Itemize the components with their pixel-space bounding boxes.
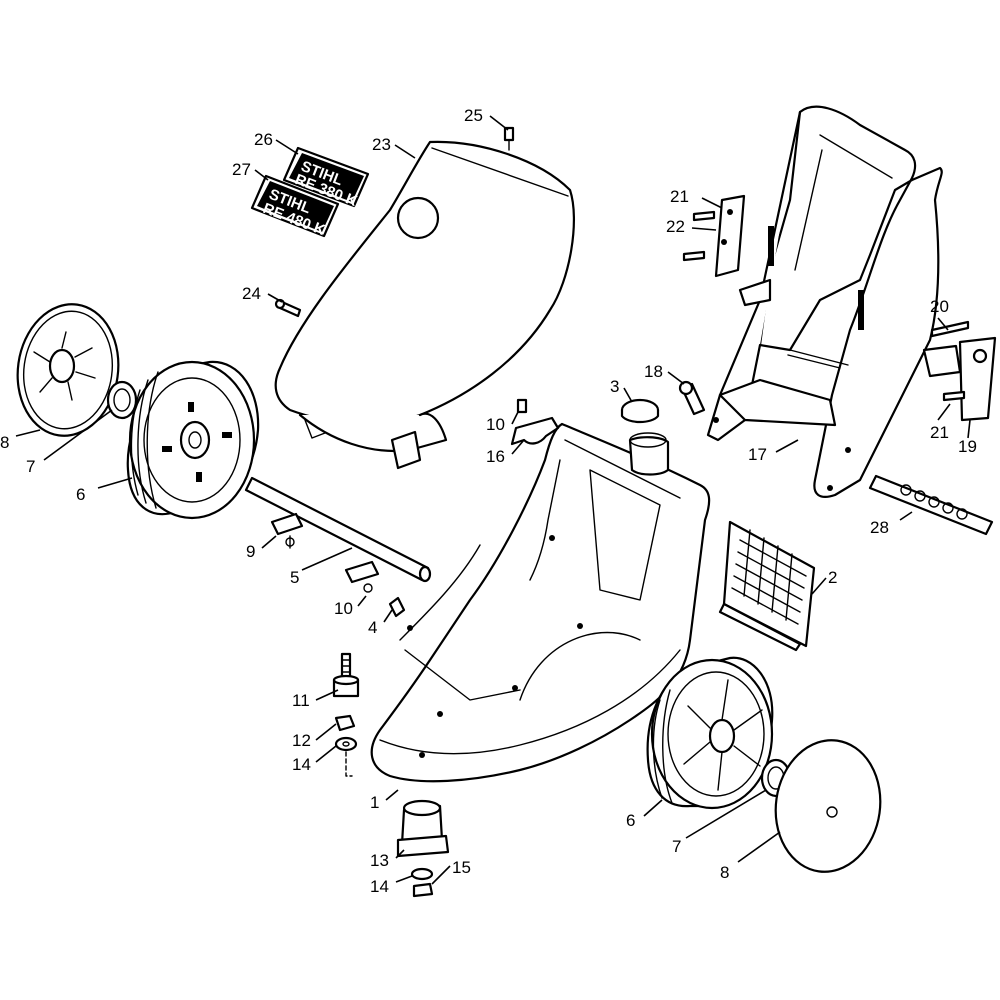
filter-grille (718, 520, 816, 652)
clip (388, 596, 406, 618)
callout-27: 27 (232, 160, 251, 179)
handle-clamp-top (682, 194, 746, 278)
nut-12 (334, 714, 356, 732)
callout-14-upper: 14 (292, 755, 311, 774)
callout-15: 15 (452, 858, 471, 877)
foot (396, 799, 450, 858)
washer-14-bottom (410, 867, 434, 881)
warning-label (868, 474, 994, 536)
callout-6-left: 6 (76, 485, 85, 504)
washer-14-top (334, 736, 358, 777)
callout-12: 12 (292, 731, 311, 750)
axle (244, 476, 432, 583)
callout-2: 2 (828, 568, 837, 587)
callout-6-right: 6 (626, 811, 635, 830)
screw-24 (274, 298, 302, 318)
callout-25: 25 (464, 106, 483, 125)
hood (274, 140, 576, 470)
callout-10-upper: 10 (486, 415, 505, 434)
handle-clamp-right (922, 320, 997, 422)
tank-cap (620, 398, 660, 424)
callout-22: 22 (666, 217, 685, 236)
wheel-right (646, 656, 774, 810)
hubcap-disc-left (16, 303, 120, 437)
callout-7-right: 7 (672, 837, 681, 856)
callout-4: 4 (368, 618, 377, 637)
callout-11: 11 (292, 691, 310, 710)
callout-23: 23 (372, 135, 391, 154)
callout-7-left: 7 (26, 457, 35, 476)
callout-28: 28 (870, 518, 889, 537)
screw-25 (503, 126, 515, 151)
screw-18 (678, 380, 706, 416)
callout-24: 24 (242, 284, 261, 303)
callout-19: 19 (958, 437, 977, 456)
axle-bracket-2 (344, 560, 380, 593)
callout-17: 17 (748, 445, 767, 464)
callout-21-upper: 21 (670, 187, 689, 206)
callout-8-right: 8 (720, 863, 729, 882)
callout-14-lower: 14 (370, 877, 389, 896)
callout-5: 5 (290, 568, 299, 587)
callout-9: 9 (246, 542, 255, 561)
housing (370, 422, 711, 783)
callout-21-lower: 21 (930, 423, 949, 442)
callout-18: 18 (644, 362, 663, 381)
callout-16: 16 (486, 447, 505, 466)
wheel-left (126, 360, 260, 520)
callout-3: 3 (610, 377, 619, 396)
handle-frame (706, 105, 943, 498)
callout-26: 26 (254, 130, 273, 149)
callout-20: 20 (930, 297, 949, 316)
callout-1: 1 (370, 793, 379, 812)
clamp-16 (510, 398, 560, 446)
vibration-mount (332, 652, 360, 698)
hubcap-disc-right (774, 739, 882, 873)
bearing-ring-left (106, 380, 138, 420)
callout-10-lower: 10 (334, 599, 353, 618)
callout-8-left: 8 (0, 433, 9, 452)
leader-lines (15, 115, 971, 885)
axle-bracket (270, 512, 304, 549)
nut-15 (412, 882, 434, 898)
callout-13: 13 (370, 851, 389, 870)
callout-labels: 25 23 26 27 24 8 7 6 9 5 10 4 11 12 14 1… (0, 106, 977, 896)
